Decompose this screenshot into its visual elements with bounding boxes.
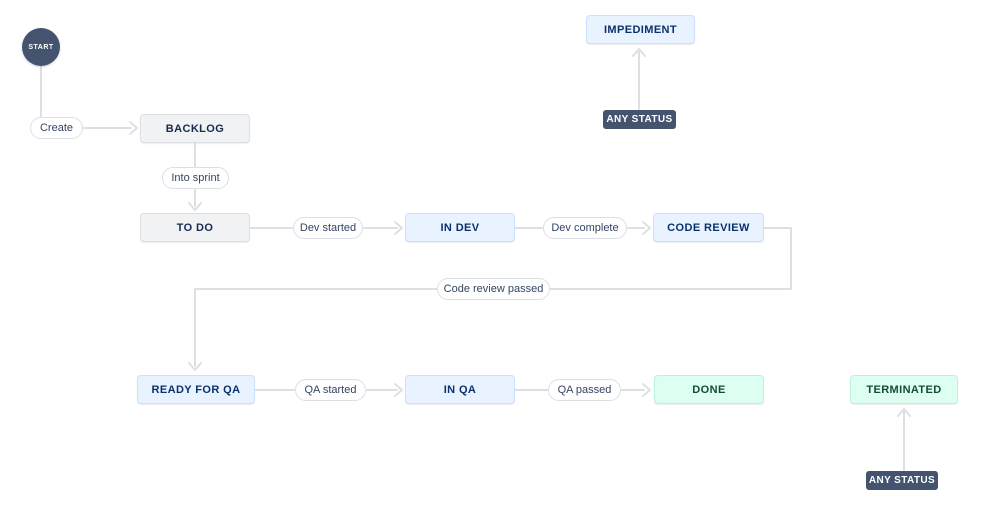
transition-label: Dev complete bbox=[551, 222, 619, 234]
transition-label: Create bbox=[39, 122, 74, 134]
arrowhead-right-icon bbox=[642, 221, 651, 235]
start-node[interactable]: START bbox=[22, 28, 60, 66]
transition-qa-passed[interactable]: QA passed bbox=[548, 379, 621, 401]
transition-create[interactable]: Create bbox=[30, 117, 83, 139]
status-backlog[interactable]: BACKLOG bbox=[140, 114, 250, 143]
arrowhead-down-icon bbox=[188, 202, 202, 211]
transition-dev-complete[interactable]: Dev complete bbox=[543, 217, 627, 239]
transition-label: QA passed bbox=[557, 384, 612, 396]
arrowhead-right-icon bbox=[642, 383, 651, 397]
any-status-text: ANY STATUS bbox=[868, 475, 936, 486]
status-label: IMPEDIMENT bbox=[603, 23, 678, 36]
status-label: CODE REVIEW bbox=[667, 221, 750, 234]
status-in-dev[interactable]: IN DEV bbox=[405, 213, 515, 242]
status-label: TERMINATED bbox=[866, 383, 942, 396]
status-label: IN QA bbox=[443, 383, 477, 396]
arrowhead-up-icon bbox=[897, 408, 911, 417]
transition-qa-started[interactable]: QA started bbox=[295, 379, 366, 401]
connector-codereview-readyforqa bbox=[194, 227, 792, 367]
status-terminated[interactable]: TERMINATED bbox=[850, 375, 958, 404]
status-done[interactable]: DONE bbox=[654, 375, 764, 404]
status-code-review[interactable]: CODE REVIEW bbox=[653, 213, 764, 242]
start-node-label: START bbox=[28, 43, 54, 51]
status-label: TO DO bbox=[176, 221, 214, 234]
arrowhead-down-icon bbox=[188, 362, 202, 371]
arrowhead-up-icon bbox=[632, 48, 646, 57]
transition-label: Into sprint bbox=[171, 172, 220, 184]
arrowhead-right-icon bbox=[394, 383, 403, 397]
transition-code-review-passed[interactable]: Code review passed bbox=[437, 278, 550, 300]
transition-into-sprint[interactable]: Into sprint bbox=[162, 167, 229, 189]
status-label: BACKLOG bbox=[165, 122, 225, 135]
any-status-text: ANY STATUS bbox=[606, 114, 673, 125]
any-status-label-terminated[interactable]: ANY STATUS bbox=[866, 471, 938, 490]
arrowhead-right-icon bbox=[394, 221, 403, 235]
status-label: IN DEV bbox=[440, 221, 480, 234]
status-label: DONE bbox=[692, 383, 726, 396]
status-in-qa[interactable]: IN QA bbox=[405, 375, 515, 404]
any-status-label-impediment[interactable]: ANY STATUS bbox=[603, 110, 676, 129]
transition-label: Code review passed bbox=[443, 283, 544, 295]
status-to-do[interactable]: TO DO bbox=[140, 213, 250, 242]
status-impediment[interactable]: IMPEDIMENT bbox=[586, 15, 695, 44]
transition-dev-started[interactable]: Dev started bbox=[293, 217, 363, 239]
status-label: READY FOR QA bbox=[151, 383, 241, 396]
transition-label: Dev started bbox=[299, 222, 357, 234]
status-ready-for-qa[interactable]: READY FOR QA bbox=[137, 375, 255, 404]
transition-label: QA started bbox=[304, 384, 357, 396]
arrowhead-right-icon bbox=[129, 121, 138, 135]
